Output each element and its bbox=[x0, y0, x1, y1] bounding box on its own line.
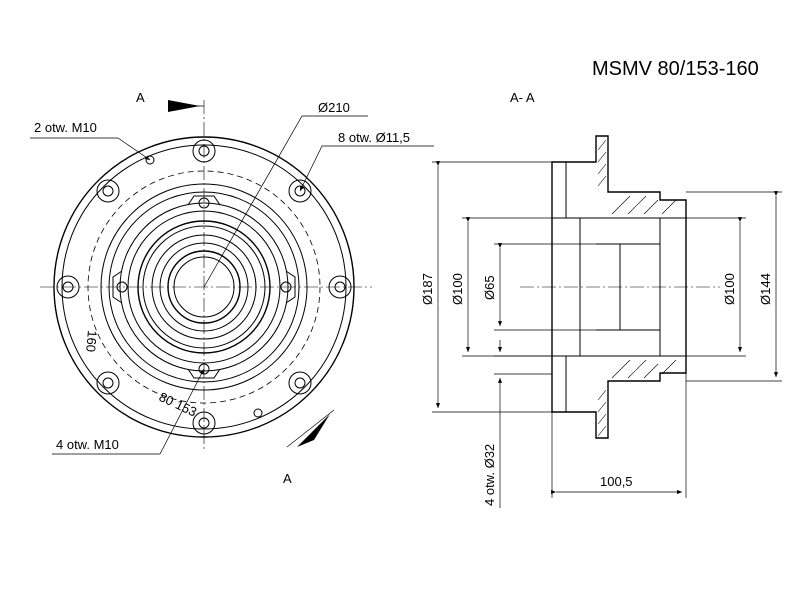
engraving-code: 160 bbox=[83, 330, 100, 353]
callout-bolt-holes-small: 2 otw. M10 bbox=[34, 120, 97, 135]
dim-right-outer-diameter: Ø144 bbox=[758, 273, 773, 305]
drawing-title: MSMV 80/153-160 bbox=[592, 58, 759, 80]
inner-lugs bbox=[112, 195, 296, 379]
dim-right-inner-diameter: Ø100 bbox=[722, 273, 737, 305]
hatching bbox=[597, 139, 677, 437]
callout-pitch-diameter: Ø210 bbox=[318, 100, 350, 115]
section-marker-bottom: A bbox=[283, 471, 292, 486]
dim-holes: 4 otw. Ø32 bbox=[482, 444, 497, 506]
section-view: A- A bbox=[420, 90, 782, 508]
bolt-holes bbox=[56, 139, 352, 435]
dim-length: 100,5 bbox=[600, 474, 633, 489]
dim-flange-inner-diameter: Ø100 bbox=[450, 273, 465, 305]
dim-outer-diameter: Ø187 bbox=[420, 273, 435, 305]
callout-bolt-holes-bottom: 4 otw. M10 bbox=[56, 437, 119, 452]
front-view: 80 153 160 A A 2 otw. M10 4 otw. M10 Ø21… bbox=[30, 90, 434, 486]
dim-bore-diameter: Ø65 bbox=[482, 275, 497, 300]
section-label: A- A bbox=[510, 90, 535, 105]
section-marker-top: A bbox=[136, 90, 145, 105]
engraving-size: 80 153 bbox=[157, 389, 199, 419]
callout-mount-holes: 8 otw. Ø11,5 bbox=[338, 130, 410, 145]
